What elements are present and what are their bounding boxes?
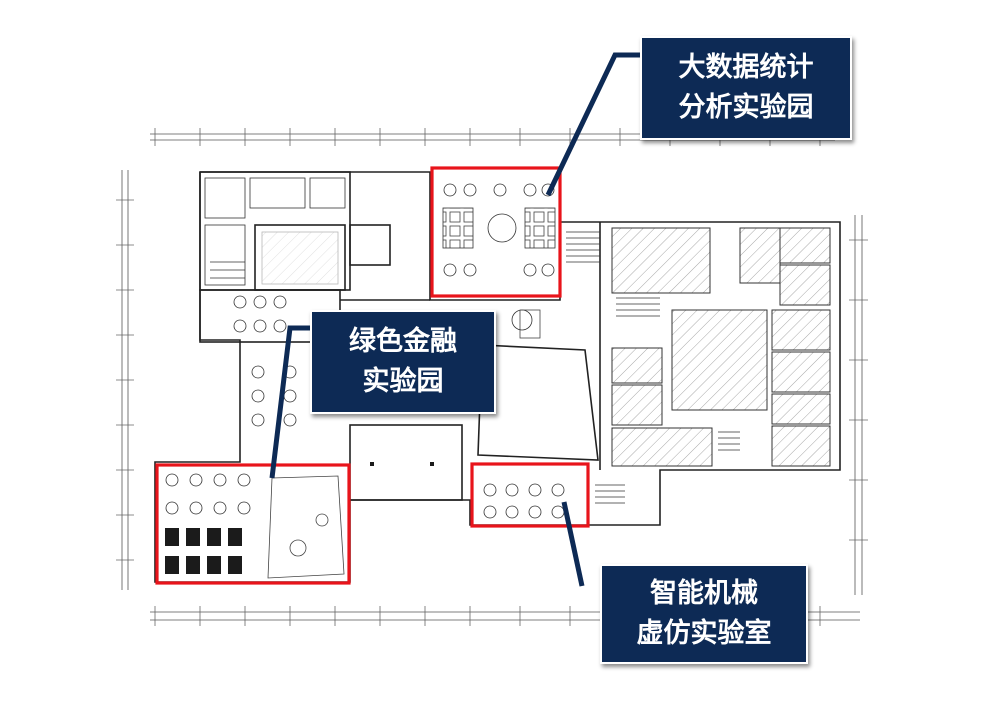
building-walls [154, 171, 841, 583]
callout-bigdata-lab: 大数据统计 分析实验园 [640, 36, 852, 140]
callout-green-finance-lab: 绿色金融 实验园 [310, 310, 496, 414]
highlight-frames [155, 166, 590, 585]
leader-bigdata [545, 52, 640, 197]
furniture-clusters [165, 183, 565, 519]
highlight-green-finance-lab [155, 463, 351, 585]
stairs [566, 231, 740, 504]
leader-green [269, 325, 310, 479]
lab-fittings [267, 309, 541, 579]
callout-green-line2: 实验园 [362, 366, 444, 397]
highlight-bigdata-lab [430, 166, 562, 298]
callout-bigdata-line1: 大数据统计 [678, 52, 814, 83]
callout-smart-line1: 智能机械 [650, 578, 758, 609]
callout-green-line1: 绿色金融 [349, 326, 457, 357]
leader-smart [561, 501, 585, 587]
right-wing-rooms [611, 227, 831, 467]
callout-smart-line2: 虚仿实验室 [636, 618, 772, 649]
highlight-smart-machinery-lab [470, 462, 590, 528]
upper-left-rooms [204, 177, 346, 286]
grid-ticks [116, 128, 868, 626]
computer-desks [165, 462, 434, 574]
callout-bigdata-line2: 分析实验园 [678, 92, 814, 123]
leader-lines [269, 52, 640, 587]
callout-smart-machinery-lab: 智能机械 虚仿实验室 [600, 564, 808, 664]
